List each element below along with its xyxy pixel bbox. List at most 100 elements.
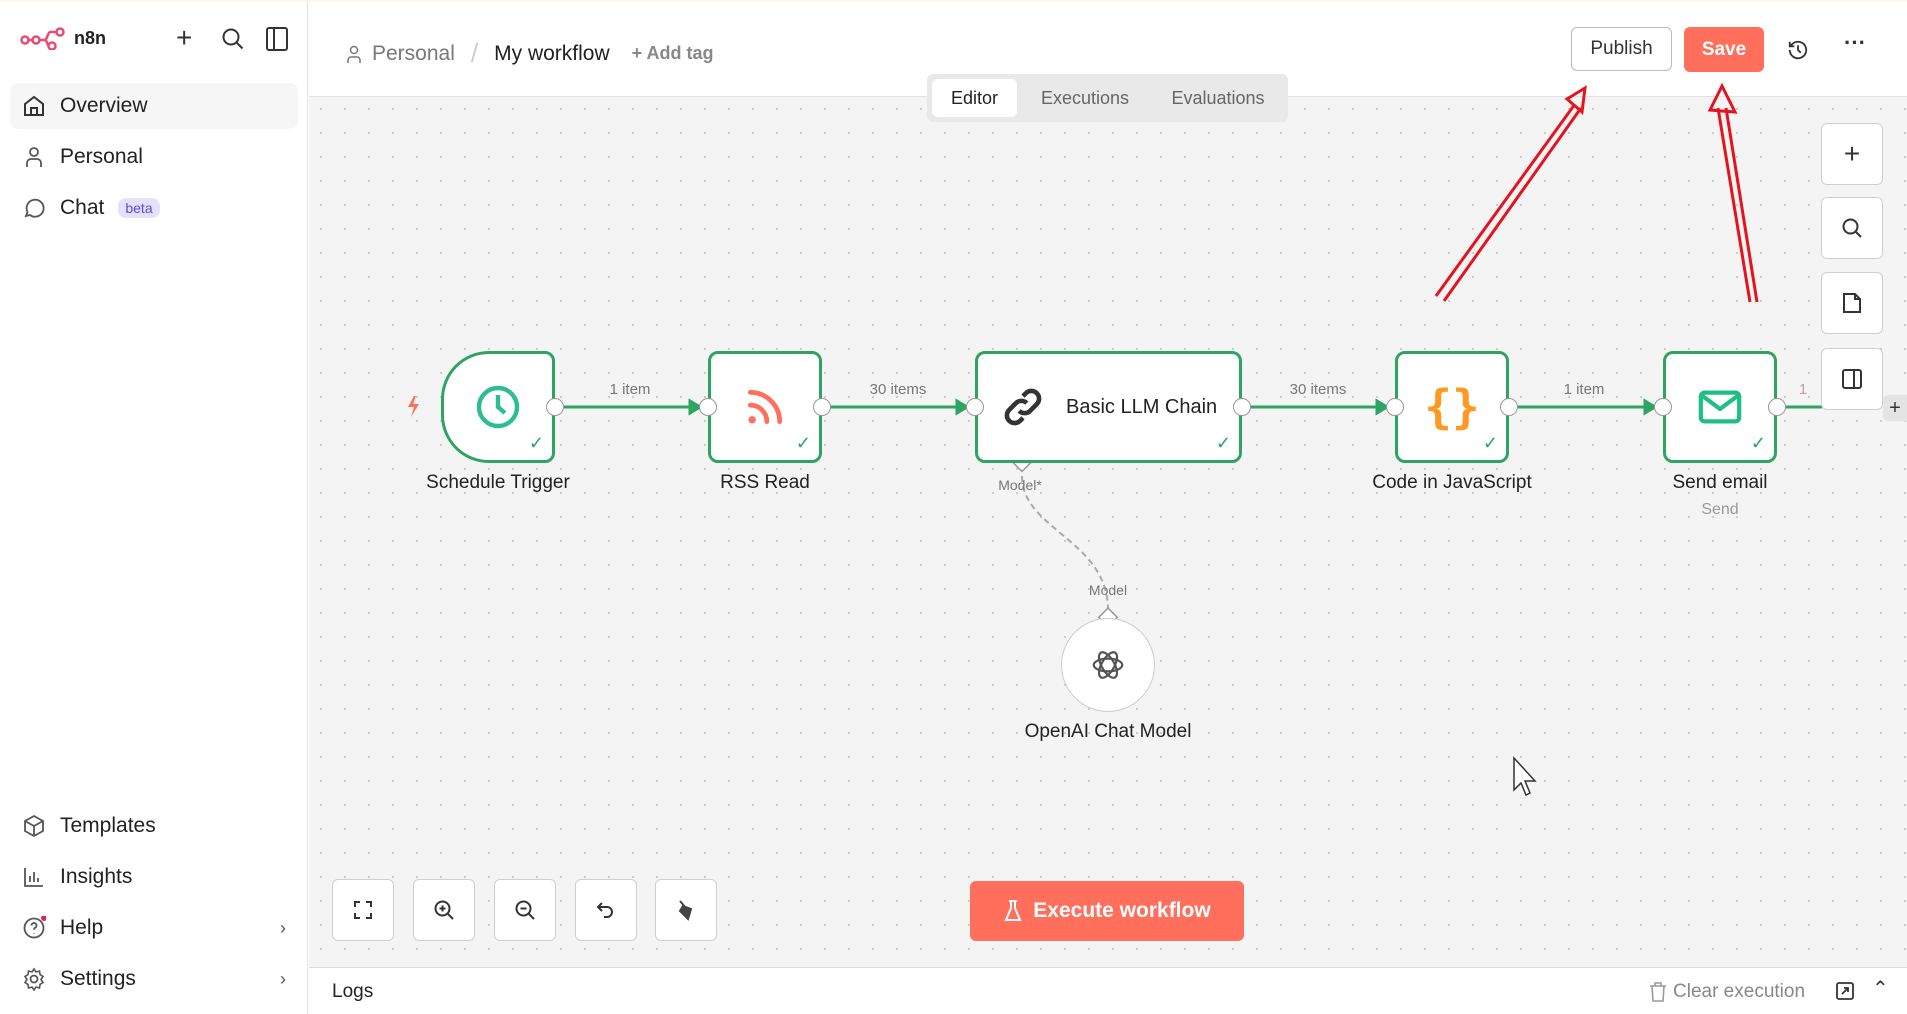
sidebar-item-label: Help [60,916,104,939]
node-label: Send email [1672,472,1768,493]
reset-zoom-button[interactable] [575,879,637,941]
input-port[interactable] [699,398,717,416]
trash-icon [1650,982,1666,1002]
success-check-icon: ✓ [1482,433,1498,453]
node-subtitle: Send [1701,501,1739,518]
brand-logo[interactable]: n8n [20,26,106,50]
sidebar-item-label: Settings [60,967,136,990]
breadcrumb-project[interactable]: Personal [372,41,455,65]
pop-out-icon[interactable] [1836,982,1854,1000]
sidebar-item-insights[interactable]: Insights [10,854,298,900]
sidebar-item-help[interactable]: Help › [10,905,298,951]
execute-workflow-button[interactable]: Execute workflow [970,881,1244,941]
save-button[interactable]: Save [1684,27,1764,72]
zoom-in-icon [434,900,454,920]
sidebar-item-label: Insights [60,865,133,888]
box-icon [24,814,44,838]
chat-icon [24,198,45,218]
edge-label: 30 items [1289,381,1347,398]
node-openai-chat-model[interactable] [1061,618,1155,712]
openai-icon [1092,651,1124,679]
node-rss-read[interactable]: ✓ [708,351,822,463]
sidebar-item-settings[interactable]: Settings › [10,956,298,1002]
workflow-header: Personal / My workflow + Add tag Publish… [309,2,1907,97]
bar-chart-icon [24,868,43,887]
tab-executions[interactable]: Executions [1040,87,1130,108]
success-check-icon: ✓ [528,433,544,453]
input-port[interactable] [1386,398,1404,416]
edge-label: 1 item [1563,381,1605,398]
sidebar-item-label: Chat [60,196,105,219]
input-port[interactable] [966,398,984,416]
user-icon [347,45,361,63]
node-schedule-trigger[interactable]: ✓ [441,351,555,463]
node-label: Code in JavaScript [1372,472,1532,493]
clock-icon [476,385,520,429]
plus-icon: + [1843,138,1861,169]
success-check-icon: ✓ [795,433,811,453]
success-check-icon: ✓ [1215,433,1231,453]
sidebar-item-label: Overview [60,94,148,117]
add-tag-link[interactable]: + Add tag [631,43,714,63]
tab-editor[interactable]: Editor [932,79,1017,117]
edge-label: 1 item [609,381,651,398]
output-port[interactable] [1768,398,1786,416]
flask-icon [1004,900,1022,921]
logs-title[interactable]: Logs [332,981,374,1002]
input-port[interactable] [1654,398,1672,416]
sidebar-item-overview[interactable]: Overview [10,83,298,129]
clear-execution-button[interactable]: Clear execution [1649,981,1805,1003]
rss-icon [747,389,783,425]
zoom-out-icon [515,900,535,920]
braces-icon: {} [1424,380,1480,434]
brand-name: n8n [74,27,107,48]
node-code-javascript[interactable]: {} ✓ [1395,351,1509,463]
edge-label: 30 items [869,381,927,398]
publish-button[interactable]: Publish [1571,27,1672,71]
link-icon [1004,388,1042,426]
sticky-note-button[interactable] [1821,272,1883,334]
node-basic-llm-chain[interactable]: Basic LLM Chain ✓ [975,351,1242,463]
breadcrumb: Personal / My workflow + Add tag [346,38,713,69]
node-title: Basic LLM Chain [1066,395,1218,418]
sidebar-item-personal[interactable]: Personal [10,134,298,180]
more-options-icon[interactable]: ··· [1844,30,1866,55]
sidebar-item-chat[interactable]: Chat beta [10,185,298,231]
user-icon [26,147,42,167]
toggle-panel-button[interactable] [1821,348,1883,410]
model-output-label: Model [1088,582,1128,598]
sticky-note-icon [1843,293,1861,313]
clear-execution-label: Clear execution [1673,981,1806,1002]
tidy-up-button[interactable] [655,879,717,941]
top-border [0,0,1907,2]
collapse-sidebar-icon[interactable] [266,27,288,51]
output-port[interactable] [546,398,564,416]
add-icon[interactable]: + [176,22,193,53]
workflow-name[interactable]: My workflow [494,41,610,65]
workflow-canvas[interactable]: Editor Executions Evaluations [309,74,1907,967]
zoom-in-button[interactable] [413,879,475,941]
chevron-right-icon: › [280,917,286,938]
search-icon[interactable] [221,27,245,51]
output-port[interactable] [1500,398,1518,416]
view-tabs: Editor Executions Evaluations [927,74,1288,122]
undo-icon [596,902,613,918]
add-node-edge-button[interactable]: + [1883,395,1907,421]
search-nodes-button[interactable] [1821,197,1883,259]
node-label: Schedule Trigger [426,472,570,493]
sidebar-item-templates[interactable]: Templates [10,803,298,849]
fit-view-button[interactable] [332,879,394,941]
output-port[interactable] [813,398,831,416]
sidebar: n8n + Overview Personal Chat beta Templa… [0,2,308,1014]
gear-icon [23,967,45,991]
panel-icon [1842,369,1862,389]
history-icon[interactable] [1787,39,1809,61]
node-send-email[interactable]: ✓ [1663,351,1777,463]
breadcrumb-separator: / [470,38,479,68]
output-port[interactable] [1233,398,1251,416]
add-node-button[interactable]: + [1821,123,1883,185]
logs-panel: Logs Clear execution ⌃ [309,967,1907,1014]
tab-evaluations[interactable]: Evaluations [1171,87,1265,108]
zoom-out-button[interactable] [494,879,556,941]
chevron-up-icon[interactable]: ⌃ [1872,978,1889,1000]
